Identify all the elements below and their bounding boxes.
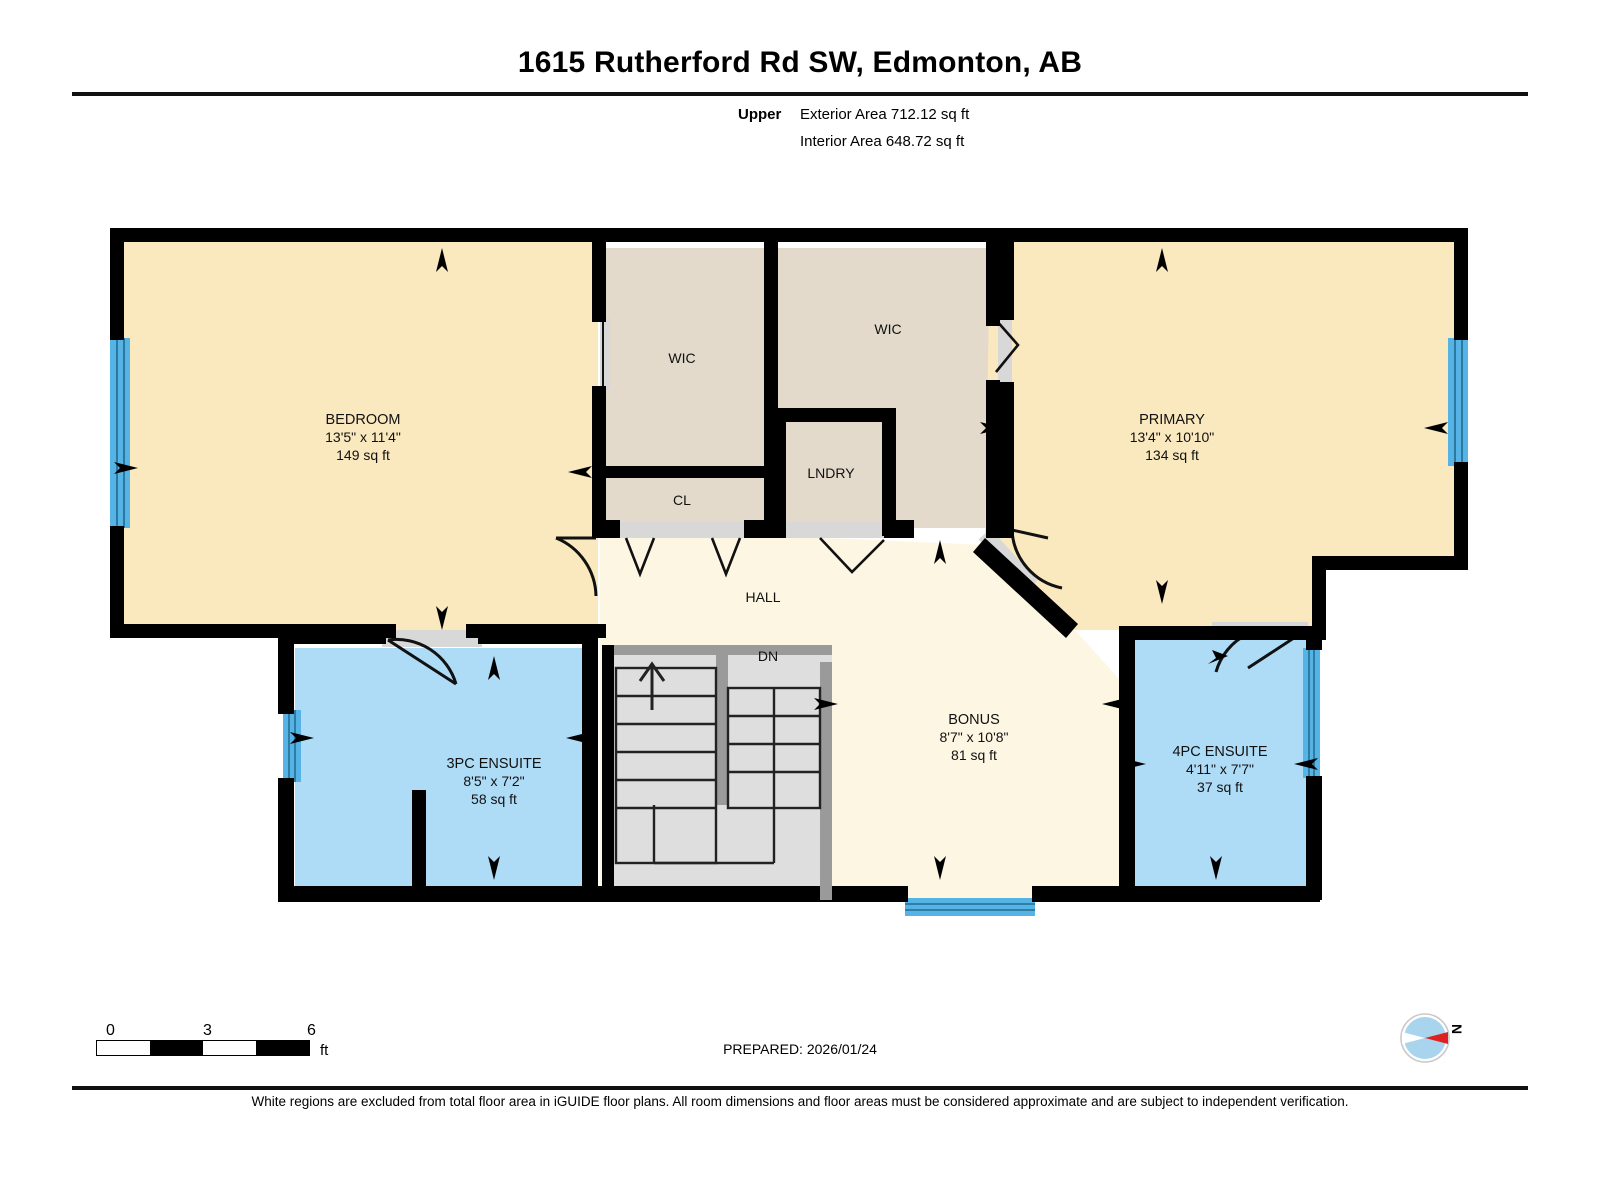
compass-rose: [1400, 1013, 1450, 1063]
label-bedroom-dims: 13'5" x 11'4": [325, 429, 401, 445]
room-fill-wic-left: [600, 248, 770, 478]
label-ensuite-4pc-name: 4PC ENSUITE: [1172, 744, 1267, 760]
view-arrows: [114, 248, 1448, 880]
label-hall: HALL: [745, 589, 780, 605]
label-wic-left: WIC: [668, 350, 695, 366]
title-divider: [72, 92, 1528, 96]
label-ensuite-3pc-dims: 8'5" x 7'2": [463, 773, 524, 789]
window-bedroom-west: [110, 338, 130, 528]
label-bonus-dims: 8'7" x 10'8": [940, 729, 1009, 745]
room-fill-ensuite-4pc: [1133, 638, 1311, 898]
room-fill-laundry: [782, 420, 892, 528]
scale-tick-6: 6: [307, 1022, 316, 1039]
scale-unit: ft: [320, 1042, 329, 1059]
level-label: Upper: [738, 106, 782, 123]
room-fill-primary: [985, 240, 1455, 630]
label-ensuite-3pc-area: 58 sq ft: [471, 791, 517, 807]
interior-area: Interior Area 648.72 sq ft: [800, 133, 965, 150]
room-fill-ensuite-3pc: [295, 648, 595, 898]
label-primary-dims: 13'4" x 10'10": [1130, 429, 1215, 445]
window-ensuite-4pc-east: [1303, 648, 1320, 778]
label-laundry: LNDRY: [807, 465, 855, 481]
label-bonus-area: 81 sq ft: [951, 747, 997, 763]
scale-tick-0: 0: [106, 1022, 115, 1039]
label-primary-area: 134 sq ft: [1145, 447, 1199, 463]
label-closet: CL: [673, 492, 691, 508]
area-summary: Upper Exterior Area 712.12 sq ft Interio…: [738, 106, 969, 160]
label-stairs-dn: DN: [758, 648, 778, 664]
room-fill-closet: [600, 478, 770, 528]
disclaimer-text: White regions are excluded from total fl…: [251, 1094, 1349, 1109]
windows: [110, 338, 1468, 916]
page-title: 1615 Rutherford Rd SW, Edmonton, AB: [517, 46, 1083, 79]
prepared-date: PREPARED: 2026/01/24: [723, 1041, 877, 1057]
scale-segment: [97, 1041, 150, 1055]
label-bedroom-name: BEDROOM: [326, 412, 401, 428]
label-bedroom-area: 149 sq ft: [336, 447, 390, 463]
stair-treads: [614, 661, 822, 865]
scale-tick-3: 3: [203, 1022, 212, 1039]
exterior-area: Exterior Area 712.12 sq ft: [800, 106, 970, 123]
label-ensuite-3pc-name: 3PC ENSUITE: [446, 756, 541, 772]
scale-segment: [150, 1041, 203, 1055]
label-wic-right: WIC: [874, 321, 901, 337]
compass-north-label: N: [1449, 1023, 1466, 1035]
window-bonus-south: [905, 898, 1035, 916]
walls: [110, 228, 1468, 902]
window-ensuite-3pc-west: [283, 710, 301, 782]
label-ensuite-4pc-area: 37 sq ft: [1197, 779, 1243, 795]
scale-bar: [96, 1040, 310, 1056]
scale-segment: [203, 1041, 256, 1055]
label-bonus-name: BONUS: [948, 712, 1000, 728]
window-primary-east: [1448, 338, 1468, 466]
footer-divider: [72, 1086, 1528, 1090]
room-labels: BEDROOM 13'5" x 11'4" 149 sq ft PRIMARY …: [325, 321, 1268, 807]
door-swings: [387, 319, 1301, 686]
label-primary-name: PRIMARY: [1139, 412, 1205, 428]
label-ensuite-4pc-dims: 4'11" x 7'7": [1186, 761, 1254, 777]
scale-segment: [256, 1041, 309, 1055]
room-fill-bedroom: [123, 240, 598, 636]
